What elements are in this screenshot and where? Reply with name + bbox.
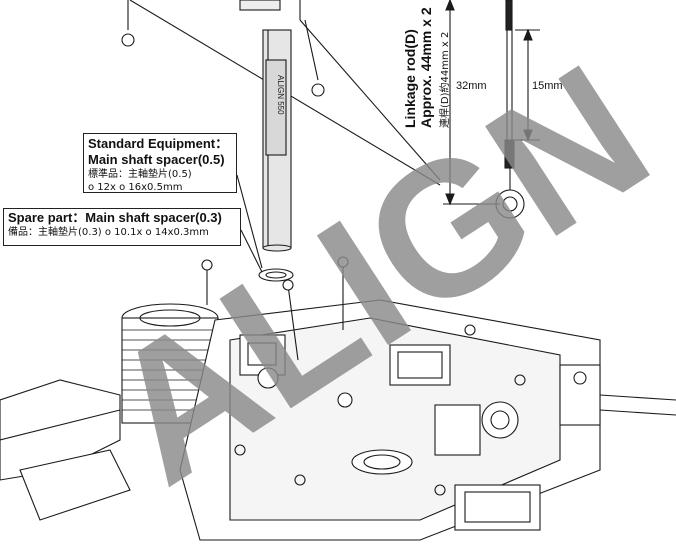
leader-line [299, 19, 441, 181]
lower-pushrods [201, 256, 349, 361]
dimension-lines [443, 0, 540, 206]
linkage-rod-name: Linkage rod(D) [402, 29, 418, 128]
dimension-overall-label: 32mm [456, 80, 487, 92]
main-frame [179, 299, 676, 541]
svg-text:ALIGN 550: ALIGN 550 [276, 75, 285, 115]
standard-equipment-zh-size: ο 12x ο 16x0.5mm [88, 182, 183, 193]
spare-part-title: Spare part：Main shaft spacer(0.3) [8, 210, 222, 225]
callout-spare-part: Spare part：Main shaft spacer(0.3) 備品：主軸墊… [3, 208, 241, 246]
main-shaft: ALIGN 550 [239, 0, 292, 252]
linkage-rod-zh: 連桿(D)約44mm x 2 [440, 31, 451, 128]
standard-equipment-part: Main shaft spacer(0.5) [88, 152, 225, 167]
tail-section [0, 379, 131, 521]
main-shaft-spacer [236, 174, 294, 282]
callout-standard-equipment: Standard Equipment： Main shaft spacer(0.… [83, 133, 237, 193]
standard-equipment-title: Standard Equipment： [88, 136, 229, 151]
dimension-partial-label: 15mm [532, 80, 563, 92]
standard-equipment-zh-name: 標準品：主軸墊片(0.5) [88, 169, 192, 180]
upper-rods [121, 0, 325, 97]
linkage-rod-approx: Approx. 44mm x 2 [418, 7, 434, 128]
spare-part-zh-line: 備品：主軸墊片(0.3) ο 10.1x ο 14x0.3mm [8, 227, 209, 238]
